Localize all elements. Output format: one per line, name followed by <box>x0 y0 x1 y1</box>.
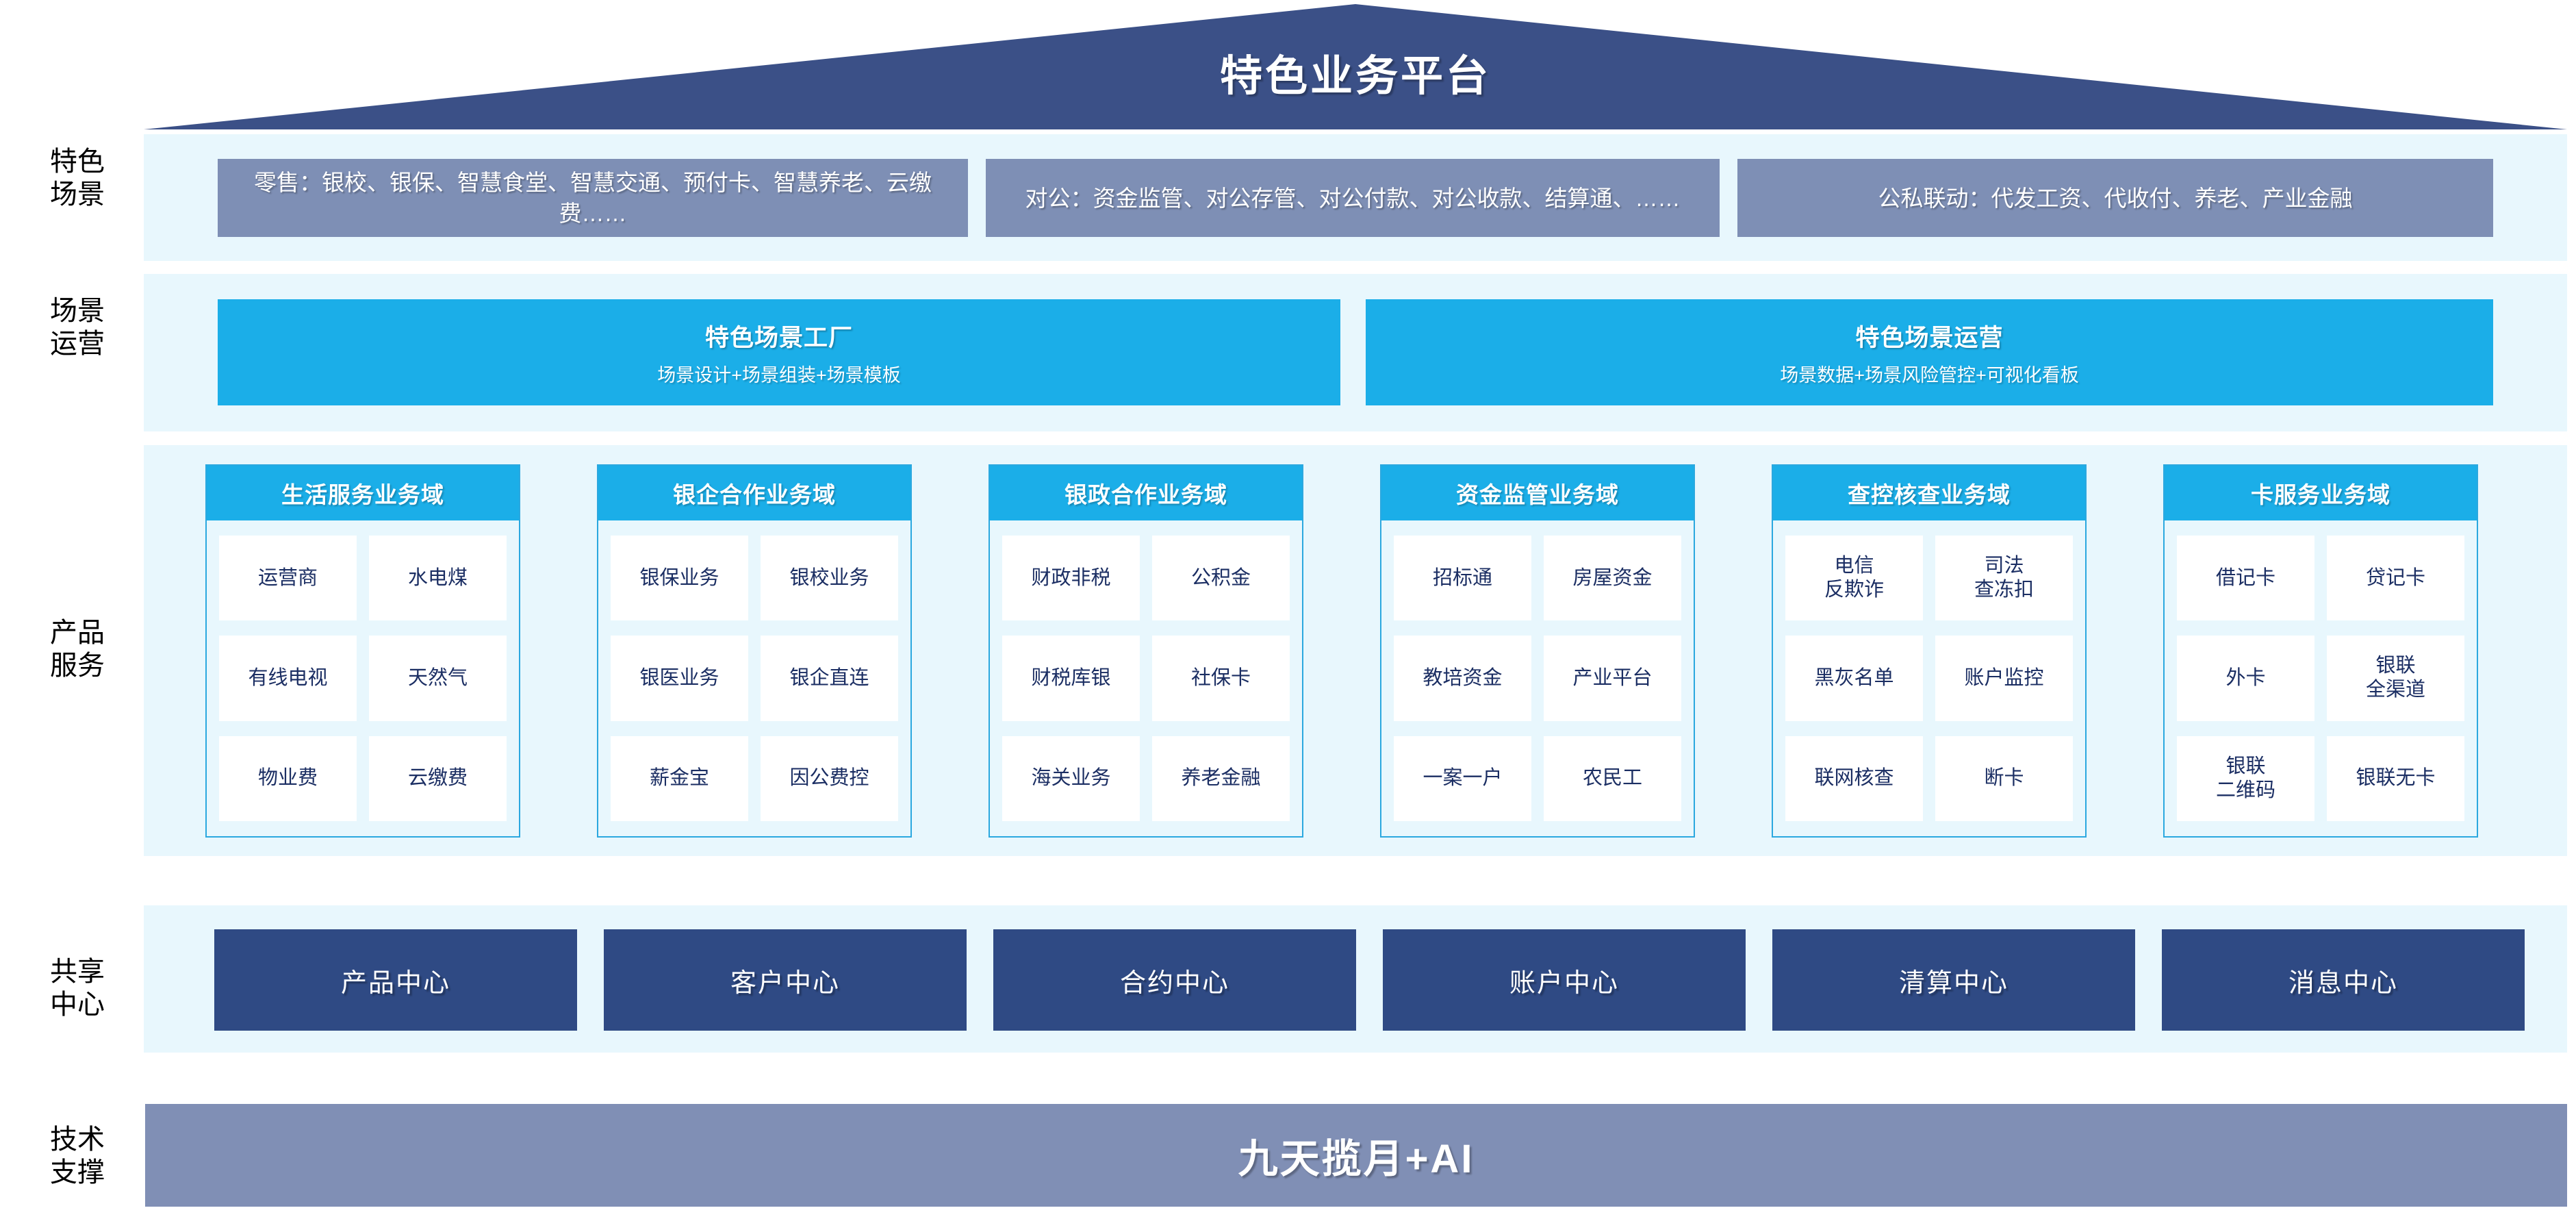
domain-item-grid: 招标通 房屋资金 教培资金 产业平台 一案一户 农民工 <box>1381 520 1694 836</box>
shared-center-message[interactable]: 消息中心 <box>2162 929 2525 1031</box>
domain-item[interactable]: 黑灰名单 <box>1785 636 1923 721</box>
domain-item[interactable]: 有线电视 <box>219 636 357 721</box>
operation-bar-factory[interactable]: 特色场景工厂 场景设计+场景组装+场景模板 <box>218 299 1340 405</box>
domain-card-card-services[interactable]: 卡服务业务域 借记卡 贷记卡 外卡 银联 全渠道 银联 二维码 银联无卡 <box>2163 464 2478 838</box>
domain-item[interactable]: 外卡 <box>2177 636 2314 721</box>
domain-item-grid: 借记卡 贷记卡 外卡 银联 全渠道 银联 二维码 银联无卡 <box>2165 520 2477 836</box>
domain-item[interactable]: 物业费 <box>219 736 357 821</box>
domain-item[interactable]: 水电煤 <box>369 536 507 621</box>
domain-item[interactable]: 房屋资金 <box>1544 536 1681 621</box>
domain-item[interactable]: 天然气 <box>369 636 507 721</box>
scene-box-corporate[interactable]: 对公：资金监管、对公存管、对公付款、对公收款、结算通、…… <box>986 159 1720 237</box>
domain-item[interactable]: 养老金融 <box>1152 736 1290 821</box>
domain-title: 查控核查业务域 <box>1773 466 2085 520</box>
operation-bar-factory-title: 特色场景工厂 <box>704 324 853 351</box>
domain-item[interactable]: 电信 反欺诈 <box>1785 536 1923 621</box>
domain-item[interactable]: 银联 全渠道 <box>2327 636 2464 721</box>
shared-center-customer[interactable]: 客户中心 <box>604 929 967 1031</box>
domain-item[interactable]: 财政非税 <box>1002 536 1140 621</box>
row-label-shared: 共享 中心 <box>50 957 105 1020</box>
domain-item[interactable]: 联网核查 <box>1785 736 1923 821</box>
operation-bar-operations-subtitle: 场景数据+场景风险管控+可视化看板 <box>1780 364 2079 386</box>
domain-item[interactable]: 断卡 <box>1935 736 2073 821</box>
shared-center-product[interactable]: 产品中心 <box>214 929 577 1031</box>
domain-item[interactable]: 银联无卡 <box>2327 736 2464 821</box>
operation-bar-operations-title: 特色场景运营 <box>1855 324 2004 351</box>
domain-item[interactable]: 银校业务 <box>761 536 898 621</box>
domain-item[interactable]: 银企直连 <box>761 636 898 721</box>
domain-item-grid: 财政非税 公积金 财税库银 社保卡 海关业务 养老金融 <box>990 520 1302 836</box>
domain-title: 银企合作业务域 <box>598 466 910 520</box>
domain-item[interactable]: 银医业务 <box>611 636 748 721</box>
row-label-scenes: 特色 场景 <box>50 147 105 210</box>
shared-center-settlement[interactable]: 清算中心 <box>1772 929 2135 1031</box>
scene-box-retail[interactable]: 零售：银校、银保、智慧食堂、智慧交通、预付卡、智慧养老、云缴费…… <box>218 159 968 237</box>
domain-title: 生活服务业务域 <box>207 466 519 520</box>
operation-bar-operations[interactable]: 特色场景运营 场景数据+场景风险管控+可视化看板 <box>1366 299 2493 405</box>
shared-center-account[interactable]: 账户中心 <box>1383 929 1746 1031</box>
row-label-tech: 技术 支撑 <box>50 1124 105 1187</box>
domain-item[interactable]: 云缴费 <box>369 736 507 821</box>
domain-card-life-services[interactable]: 生活服务业务域 运营商 水电煤 有线电视 天然气 物业费 云缴费 <box>205 464 520 838</box>
domain-item[interactable]: 海关业务 <box>1002 736 1140 821</box>
domain-title: 卡服务业务域 <box>2165 466 2477 520</box>
domain-card-investigation[interactable]: 查控核查业务域 电信 反欺诈 司法 查冻扣 黑灰名单 账户监控 联网核查 断卡 <box>1772 464 2087 838</box>
domain-item[interactable]: 教培资金 <box>1394 636 1531 721</box>
domain-card-fund-supervision[interactable]: 资金监管业务域 招标通 房屋资金 教培资金 产业平台 一案一户 农民工 <box>1380 464 1695 838</box>
domain-item[interactable]: 运营商 <box>219 536 357 621</box>
domain-title: 银政合作业务域 <box>990 466 1302 520</box>
domain-item[interactable]: 公积金 <box>1152 536 1290 621</box>
domain-item-grid: 银保业务 银校业务 银医业务 银企直连 薪金宝 因公费控 <box>598 520 910 836</box>
domain-item[interactable]: 招标通 <box>1394 536 1531 621</box>
domain-item[interactable]: 产业平台 <box>1544 636 1681 721</box>
shared-center-contract[interactable]: 合约中心 <box>993 929 1356 1031</box>
domain-item[interactable]: 贷记卡 <box>2327 536 2464 621</box>
scene-box-linkage[interactable]: 公私联动：代发工资、代收付、养老、产业金融 <box>1737 159 2493 237</box>
row-label-products: 产品 服务 <box>50 618 105 681</box>
domain-item[interactable]: 因公费控 <box>761 736 898 821</box>
domain-item[interactable]: 薪金宝 <box>611 736 748 821</box>
domain-item[interactable]: 银联 二维码 <box>2177 736 2314 821</box>
domain-item[interactable]: 一案一户 <box>1394 736 1531 821</box>
domain-title: 资金监管业务域 <box>1381 466 1694 520</box>
domain-item[interactable]: 农民工 <box>1544 736 1681 821</box>
page-title: 特色业务平台 <box>1219 53 1491 100</box>
domain-item[interactable]: 账户监控 <box>1935 636 2073 721</box>
domain-item[interactable]: 财税库银 <box>1002 636 1140 721</box>
domain-item[interactable]: 司法 查冻扣 <box>1935 536 2073 621</box>
operation-bar-factory-subtitle: 场景设计+场景组装+场景模板 <box>657 364 901 386</box>
tech-support-bar[interactable]: 九天揽月+AI <box>145 1104 2567 1207</box>
domain-card-bank-enterprise[interactable]: 银企合作业务域 银保业务 银校业务 银医业务 银企直连 薪金宝 因公费控 <box>597 464 912 838</box>
domain-item[interactable]: 银保业务 <box>611 536 748 621</box>
row-label-operation: 场景 运营 <box>50 296 105 359</box>
domain-item-grid: 电信 反欺诈 司法 查冻扣 黑灰名单 账户监控 联网核查 断卡 <box>1773 520 2085 836</box>
domain-item[interactable]: 借记卡 <box>2177 536 2314 621</box>
domain-item[interactable]: 社保卡 <box>1152 636 1290 721</box>
domain-card-bank-government[interactable]: 银政合作业务域 财政非税 公积金 财税库银 社保卡 海关业务 养老金融 <box>989 464 1303 838</box>
domain-item-grid: 运营商 水电煤 有线电视 天然气 物业费 云缴费 <box>207 520 519 836</box>
